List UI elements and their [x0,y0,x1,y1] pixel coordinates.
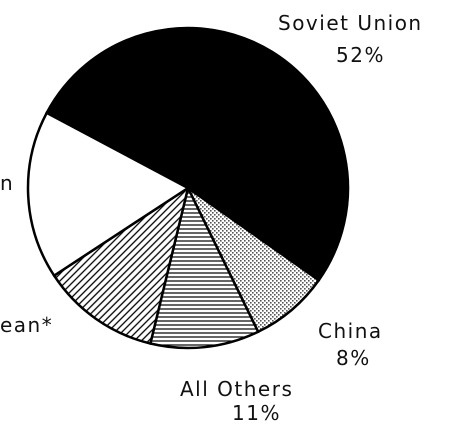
label-china-name: China [318,319,383,343]
pie-slice-0 [45,26,350,282]
pie-slice-3 [52,185,190,346]
label-all-others-name: All Others [180,377,293,401]
label-other-name: n [0,171,14,195]
label-all-others-value: 11% [232,401,281,425]
label-soviet-union-name: Soviet Union [278,11,423,35]
pie-slice-2 [148,184,260,350]
label-soviet-union-value: 52% [336,43,385,67]
label-china-value: 8% [336,346,371,370]
pie-slice-4 [26,111,191,278]
label-eastern-european-name: ean* [0,313,53,337]
